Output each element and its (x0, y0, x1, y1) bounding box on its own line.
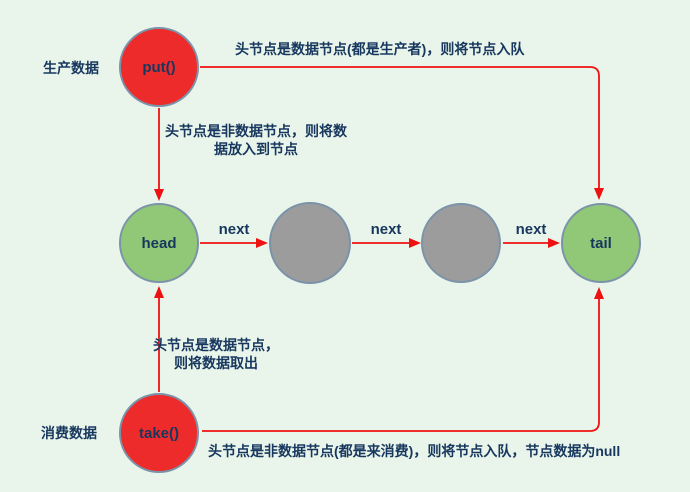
annotation-take-out-line1: 头节点是数据节点， (153, 337, 279, 353)
annotation-take-out: 头节点是数据节点， 则将数据取出 (116, 336, 316, 372)
edge-take-to-tail-arrow (202, 287, 604, 432)
node-data-2 (421, 203, 501, 283)
annotation-put-fill: 头节点是非数据节点，则将数 据放入到节点 (156, 122, 356, 158)
node-tail: tail (561, 203, 641, 283)
consumer-label: 消费数据 (41, 425, 97, 441)
node-put: put() (119, 27, 199, 107)
next-label-3: next (515, 221, 547, 238)
annotation-put-fill-line1: 头节点是非数据节点，则将数 (165, 123, 347, 139)
node-head: head (119, 203, 199, 283)
node-data-1 (269, 202, 351, 284)
node-head-label: head (141, 234, 177, 252)
node-take-label: take() (138, 424, 179, 442)
edge-put-to-tail-arrow (200, 66, 604, 200)
annotation-put-fill-line2: 据放入到节点 (214, 141, 298, 157)
annotation-put-enqueue: 头节点是数据节点(都是生产者)，则将节点入队 (235, 41, 525, 57)
annotation-take-out-line2: 则将数据取出 (174, 355, 258, 371)
node-tail-label: tail (590, 234, 612, 252)
node-put-label: put() (142, 58, 176, 76)
next-label-2: next (370, 221, 402, 238)
next-label-1: next (218, 221, 250, 238)
node-take: take() (119, 393, 199, 473)
producer-label: 生产数据 (43, 60, 99, 76)
annotation-take-enqueue: 头节点是非数据节点(都是来消费)，则将节点入队，节点数据为null (208, 443, 621, 459)
